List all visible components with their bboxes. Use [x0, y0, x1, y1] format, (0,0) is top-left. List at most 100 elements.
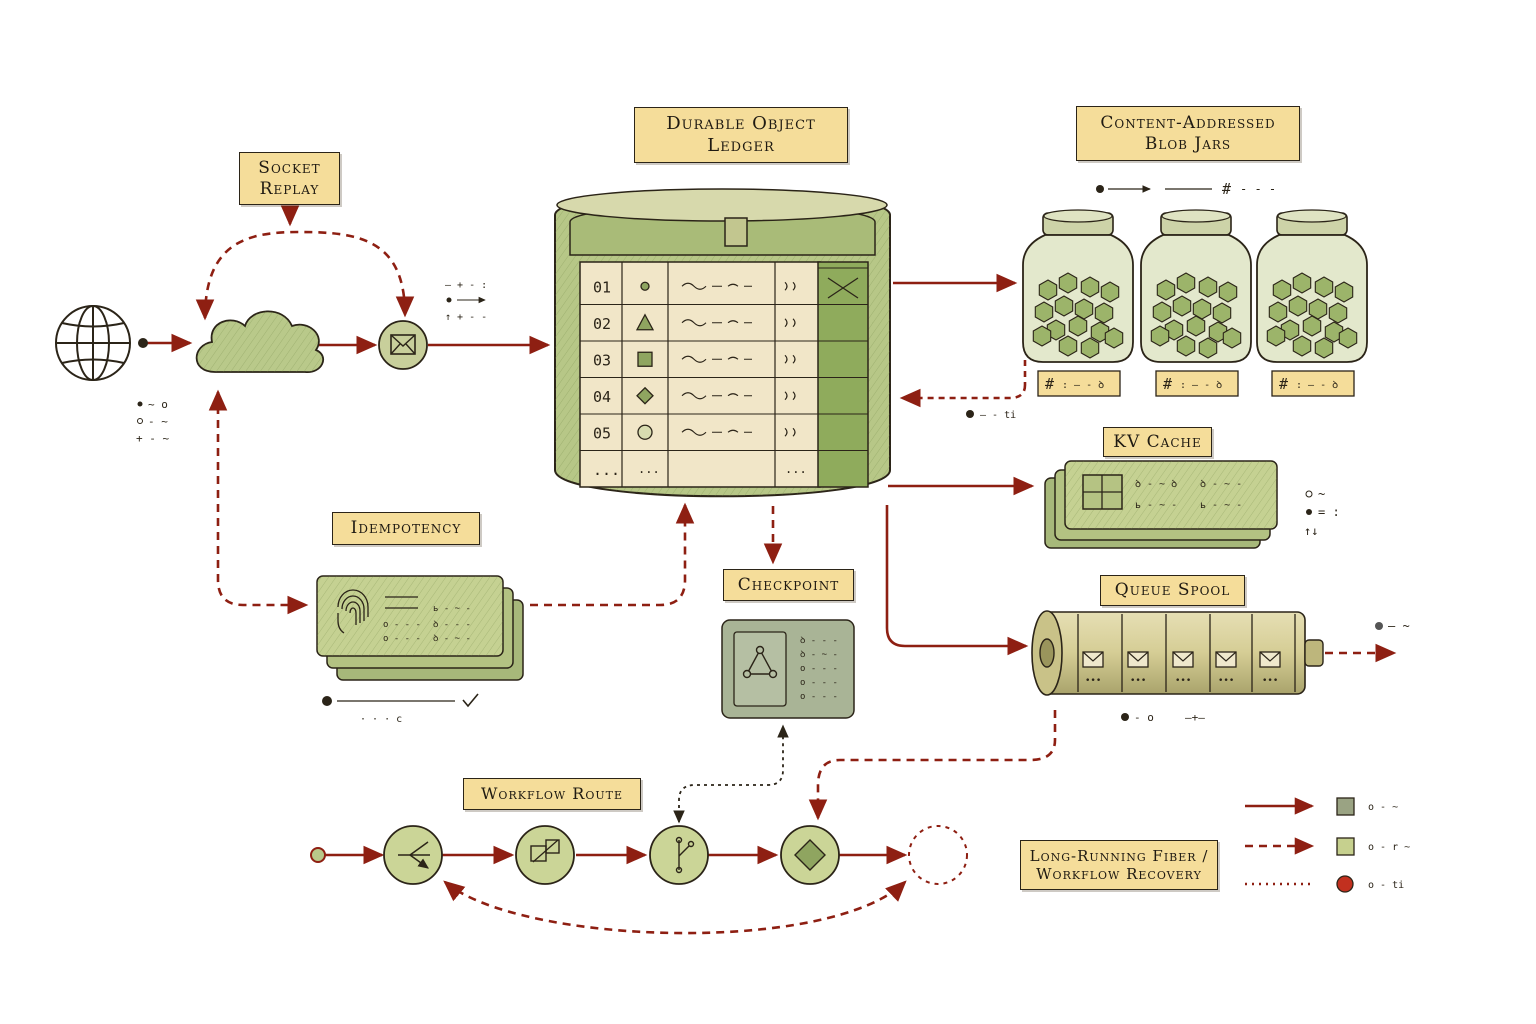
blob-jars: #: — - ꝺ#: — - ꝺ#: — - ꝺ: [1022, 209, 1368, 397]
jar-tag: # : — - ꝺ: [1037, 370, 1121, 397]
spool-dots: •••: [1085, 676, 1101, 686]
svg-text:~ o: ~ o: [148, 398, 168, 411]
legend: o - ~ o - r ~ o - ti: [1245, 797, 1410, 893]
ledger-row-scribble: [681, 319, 752, 327]
svg-text:o - ti: o - ti: [1368, 880, 1404, 891]
jar-tag: #: — - ꝺ: [1155, 370, 1239, 397]
jar-note-glyphs: # - - - — - ti: [966, 180, 1276, 421]
svg-text:o - - -: o - - -: [383, 620, 421, 630]
route-node-decision: [780, 825, 840, 885]
ledger-row-id: ...: [593, 461, 620, 479]
ledger-rows: 0102030405.........: [580, 267, 868, 479]
spool-envelope-icon: •••: [1259, 651, 1281, 686]
ledger-row-scribble: [681, 355, 752, 363]
svg-text:— ~: — ~: [1388, 619, 1410, 633]
svg-text:ь - ~ -: ь - ~ -: [1135, 500, 1177, 511]
svg-text:~: ~: [1318, 487, 1325, 501]
spool-dots: •••: [1262, 676, 1278, 686]
arrow-route-recovery-loop: [443, 880, 907, 935]
svg-text:—+—: —+—: [1185, 711, 1205, 724]
spool-envelope-icon: •••: [1215, 651, 1237, 686]
svg-text:— + - :: — + - :: [445, 280, 487, 291]
ledger-latch: [724, 217, 748, 247]
jar-tag-scribble: : — - ꝺ: [1062, 380, 1104, 391]
label-socket-replay: Socket Replay: [239, 152, 340, 205]
cloud-icon: [195, 310, 325, 373]
svg-text:· · · c: · · · c: [360, 714, 402, 725]
svg-text:↑↓: ↑↓: [1304, 524, 1318, 538]
spool-dots: •••: [1175, 676, 1191, 686]
ledger-row-id: 03: [593, 351, 611, 369]
spool-envelope-icon: •••: [1127, 651, 1149, 686]
globe-port-dot: [138, 338, 148, 348]
svg-text:↑ + - -: ↑ + - -: [445, 312, 487, 323]
svg-text:- - -: - - -: [1240, 182, 1276, 196]
blob-jar: [1140, 209, 1252, 363]
arrow-idempotency-to-ledger: [530, 502, 695, 607]
svg-text:- o: - o: [1134, 711, 1154, 724]
spool-note-glyphs: - o —+— — ~: [1121, 619, 1410, 724]
dotted-connectors: [673, 724, 789, 824]
ledger-row-mark: [784, 318, 796, 328]
ledger-row-mark: [784, 391, 796, 401]
route-node-split: [383, 825, 443, 885]
svg-text:= :: = :: [1318, 505, 1340, 519]
kv-cache: ꝺ - ~ ꝺ ꝺ - ~ - ь - ~ - ь - ~ -: [1044, 460, 1278, 549]
arrow-ledger-to-spool: [885, 505, 1029, 656]
ledger-row-triangle-icon: [635, 313, 655, 331]
label-durable-object-ledger: Durable Object Ledger: [634, 107, 848, 163]
spool-dots: •••: [1218, 676, 1234, 686]
ledger-row-scribble: [681, 282, 752, 290]
jar-tag: # : — - ꝺ: [1271, 370, 1355, 397]
graph-icon: [742, 645, 778, 679]
ledger-row-ellipsis: ...: [638, 462, 660, 476]
checkpoint-panel: ꝺ - - - ꝺ - ~ - o - - - o - - - o - - -: [721, 619, 855, 719]
label-workflow-route: Workflow Route: [463, 778, 641, 810]
fingerprint-icon: [337, 589, 369, 634]
arrow-socket-replay-loop: [195, 230, 415, 321]
svg-text:ꝺ - ~ -: ꝺ - ~ -: [800, 650, 838, 660]
ledger-row-scribble: [681, 428, 752, 436]
idempotency-cards: ь - ~ - o - - - ꝺ - - - o - - - ꝺ - ~ -: [316, 575, 524, 681]
svg-text:o - - -: o - - -: [800, 692, 838, 702]
label-kv-cache: KV Cache: [1103, 427, 1212, 457]
ledger-row-mark: [784, 281, 796, 291]
svg-text:o - ~: o - ~: [1368, 802, 1398, 813]
jar-tag-hash: #: [1045, 375, 1054, 393]
ledger-row-circle-icon: [637, 424, 653, 440]
blob-jar: [1256, 209, 1368, 363]
legend-swatch-1: [1336, 797, 1355, 816]
ledger-basket: [554, 188, 891, 498]
spool-envelope-icon: •••: [1172, 651, 1194, 686]
legend-swatch-3: [1336, 875, 1354, 893]
svg-text:ꝺ - - -: ꝺ - - -: [433, 620, 471, 630]
jar-tag-hash: #: [1163, 375, 1172, 393]
svg-text:o - - -: o - - -: [800, 678, 838, 688]
jar-tag-scribble: : — - ꝺ: [1296, 380, 1338, 391]
ledger-row-mark: [784, 427, 796, 437]
blob-jar: [1022, 209, 1134, 363]
label-checkpoint: Checkpoint: [723, 569, 854, 601]
ledger-row-id: 01: [593, 278, 611, 296]
globe-icon: [55, 305, 131, 381]
globe-note-glyphs: ~ o - ~ + - ~: [136, 398, 169, 445]
svg-text:ь - ~ -: ь - ~ -: [1200, 500, 1242, 511]
label-legend-title: Long-Running Fiber / Workflow Recovery: [1020, 840, 1218, 890]
arrow-jars-return: [899, 384, 1027, 408]
ledger-row-id: 02: [593, 315, 611, 333]
idempotency-note-glyphs: · · · c: [322, 693, 479, 725]
ledger-row-diamond-icon: [636, 386, 654, 405]
kv-note-glyphs: ~ = : ↑↓: [1304, 487, 1340, 538]
arrow-cloud-to-idempotency: [208, 389, 309, 615]
label-content-addressed-blob-jars: Content-Addressed Blob Jars: [1076, 106, 1300, 161]
svg-text:o - r ~: o - r ~: [1368, 842, 1410, 853]
ledger-row-mark: [784, 354, 796, 364]
jar-tag-hash: #: [1279, 375, 1288, 393]
legend-swatch-2: [1336, 837, 1355, 856]
svg-text:ꝺ - ~ -: ꝺ - ~ -: [1200, 479, 1242, 490]
svg-text:ꝺ - - -: ꝺ - - -: [800, 636, 838, 646]
svg-text:ꝺ - ~ -: ꝺ - ~ -: [433, 634, 471, 644]
connectors: [143, 230, 1397, 935]
